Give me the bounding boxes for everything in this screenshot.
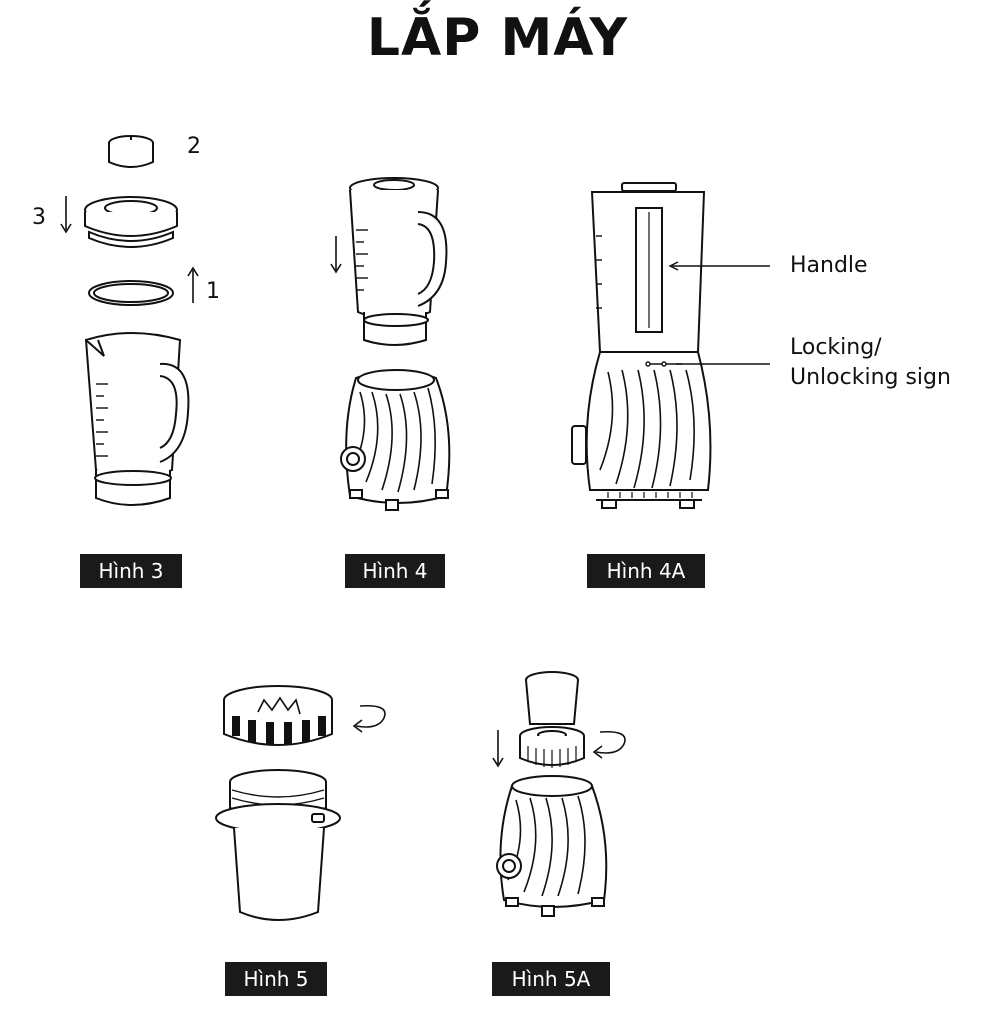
arrow-up-icon — [188, 268, 198, 303]
jar-lid-icon — [85, 197, 177, 247]
sealing-ring-icon — [89, 281, 173, 305]
blade-assembly-icon — [520, 727, 584, 768]
callout-leader-handle — [670, 262, 770, 270]
measuring-cap-icon — [109, 136, 153, 167]
figure-label-5: Hình 5 — [225, 962, 327, 996]
arrow-down-icon — [61, 196, 71, 232]
figure-label-4a: Hình 4A — [587, 554, 705, 588]
arrow-down-icon — [331, 236, 341, 272]
figure-label-5a: Hình 5A — [492, 962, 610, 996]
assembled-blender-icon — [572, 183, 710, 508]
figure-label-3: Hình 3 — [80, 554, 182, 588]
blender-jar-icon — [86, 333, 188, 505]
callout-handle: Handle — [790, 253, 868, 278]
rotate-arrow-icon — [594, 732, 625, 758]
step-number-1: 1 — [206, 279, 220, 304]
blade-assembly-icon — [224, 686, 332, 745]
step-number-2: 2 — [187, 134, 201, 159]
callout-locking-sign: Locking/ Unlocking sign — [790, 335, 951, 390]
grinder-cup-icon — [216, 770, 340, 920]
page-title: LẮP MÁY — [366, 8, 629, 68]
step-number-3: 3 — [32, 205, 46, 230]
figure-label-4: Hình 4 — [345, 554, 445, 588]
rotate-arrow-icon — [354, 706, 385, 732]
arrow-down-icon — [493, 730, 503, 766]
motor-base-icon — [341, 370, 449, 510]
inverted-cup-icon — [526, 672, 578, 724]
motor-base-icon — [497, 776, 606, 916]
blender-jar-icon — [350, 178, 446, 345]
